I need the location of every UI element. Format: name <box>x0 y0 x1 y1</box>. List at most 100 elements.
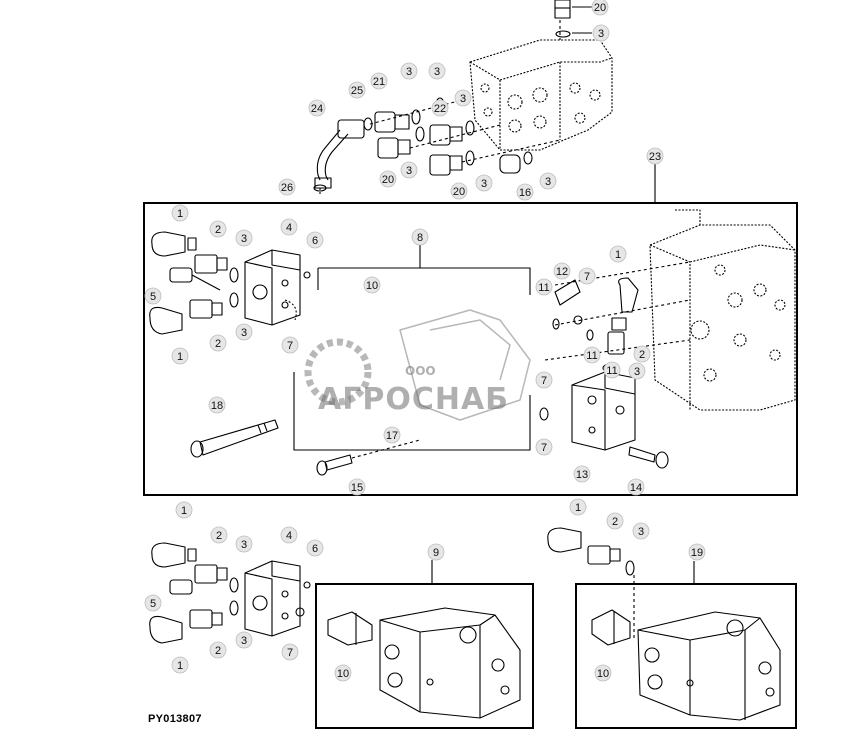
valve-block-19 <box>637 611 781 721</box>
manifold-block-4-bottom <box>244 560 301 637</box>
callout-number: 2 <box>215 224 221 236</box>
callout-m7a: 7 <box>281 336 299 354</box>
callout-b7: 7 <box>281 643 299 661</box>
manifold-block-4 <box>244 249 301 326</box>
callout-r19: 19 <box>688 543 706 561</box>
callout-number: 2 <box>612 516 618 528</box>
valve-body-right <box>649 209 796 411</box>
callout-c25: 25 <box>348 81 366 99</box>
callout-number: 20 <box>382 174 394 186</box>
callout-c3a: 3 <box>592 24 610 42</box>
callout-m11b: 11 <box>583 346 601 364</box>
fitting-2-bottom-upper <box>194 564 228 584</box>
callout-r3: 3 <box>632 522 650 540</box>
fitting-20-low <box>429 150 475 176</box>
callout-m10: 10 <box>363 276 381 294</box>
callout-m18: 18 <box>208 396 226 414</box>
plug-16 <box>499 151 533 174</box>
callout-number: 5 <box>150 291 156 303</box>
callout-m1a: 1 <box>171 204 189 222</box>
callout-number: 3 <box>406 66 412 78</box>
callout-c23: 23 <box>646 147 664 165</box>
callout-number: 7 <box>584 271 590 283</box>
callout-number: 3 <box>598 28 604 40</box>
bolt-15 <box>316 454 353 476</box>
callout-m7c: 7 <box>535 438 553 456</box>
callout-c24: 24 <box>308 99 326 117</box>
main-assembly-frame <box>143 202 798 496</box>
callout-number: 22 <box>434 103 446 115</box>
seal-12 <box>554 279 581 306</box>
figure-code: PY013807 <box>148 713 202 725</box>
callout-number: 1 <box>181 505 187 517</box>
callout-number: 1 <box>575 502 581 514</box>
callout-m14: 14 <box>627 478 645 496</box>
callout-m5: 5 <box>144 287 162 305</box>
callout-number: 18 <box>211 400 223 412</box>
callout-b6: 6 <box>306 539 324 557</box>
callout-m13: 13 <box>573 465 591 483</box>
callout-number: 3 <box>460 93 466 105</box>
callout-number: 2 <box>216 530 222 542</box>
callout-b10a: 10 <box>334 664 352 682</box>
callout-m3a: 3 <box>235 229 253 247</box>
callout-c3e: 3 <box>400 161 418 179</box>
cap-1-lower <box>149 306 183 335</box>
callout-m4: 4 <box>280 218 298 236</box>
fitting-2-bottom-right <box>587 545 621 565</box>
plug-5 <box>169 267 221 291</box>
callout-number: 3 <box>241 327 247 339</box>
callout-number: 3 <box>634 366 640 378</box>
callout-b5: 5 <box>144 594 162 612</box>
variant-19-frame <box>575 583 797 729</box>
callout-m6: 6 <box>306 231 324 249</box>
fitting-2-bottom-lower <box>189 609 223 629</box>
callout-m7d: 7 <box>535 371 553 389</box>
callout-b3b: 3 <box>235 631 253 649</box>
callout-number: 2 <box>215 645 221 657</box>
callout-number: 3 <box>406 165 412 177</box>
valve-block-9 <box>379 607 521 719</box>
callout-c20b: 20 <box>379 170 397 188</box>
callout-c3c: 3 <box>428 62 446 80</box>
callout-c3f: 3 <box>475 174 493 192</box>
callout-m11a: 11 <box>535 278 553 296</box>
callout-number: 21 <box>373 76 385 88</box>
cap-1-upper <box>151 231 197 257</box>
callout-c3b: 3 <box>400 62 418 80</box>
callout-m7b: 7 <box>578 267 596 285</box>
callout-number: 12 <box>556 266 568 278</box>
callout-c16: 16 <box>516 183 534 201</box>
callout-number: 10 <box>597 668 609 680</box>
bolt-18 <box>190 419 279 458</box>
callout-number: 3 <box>481 178 487 190</box>
callout-r2: 2 <box>606 512 624 530</box>
callout-number: 20 <box>453 186 465 198</box>
callout-b2b: 2 <box>209 641 227 659</box>
fitting-2-upper <box>194 254 228 274</box>
callout-number: 24 <box>311 103 323 115</box>
callout-number: 6 <box>312 543 318 555</box>
callout-number: 8 <box>417 232 423 244</box>
fitting-2-lower <box>189 299 223 319</box>
callout-m2a: 2 <box>209 220 227 238</box>
callout-number: 2 <box>639 349 645 361</box>
callout-number: 19 <box>691 547 703 559</box>
fitting-21 <box>363 109 421 133</box>
fitting-10-right <box>591 609 631 646</box>
callout-r1: 1 <box>569 498 587 516</box>
cap-1-bottom-right <box>547 527 582 553</box>
callout-number: 3 <box>241 635 247 647</box>
callout-number: 3 <box>241 539 247 551</box>
callout-m1c: 1 <box>609 245 627 263</box>
callout-b1b: 1 <box>171 656 189 674</box>
callout-m17: 17 <box>383 426 401 444</box>
valve-body-top <box>469 39 613 151</box>
callout-b2a: 2 <box>210 526 228 544</box>
callout-b1a: 1 <box>175 501 193 519</box>
callout-number: 10 <box>337 668 349 680</box>
callout-number: 5 <box>150 598 156 610</box>
callout-number: 4 <box>286 530 292 542</box>
